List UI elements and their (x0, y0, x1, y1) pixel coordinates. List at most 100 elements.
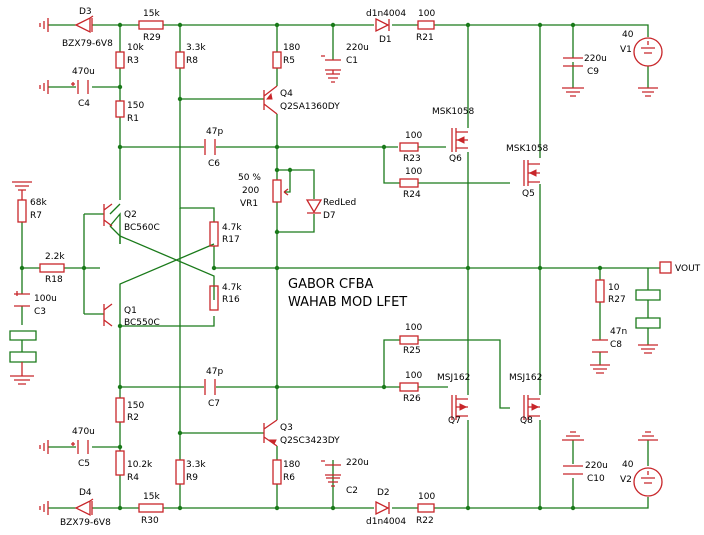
label-q3-value: Q2SC3423DY (280, 436, 340, 446)
label-d2: D2 (377, 488, 390, 498)
label-r29: R29 (143, 33, 161, 43)
label-r29-value: 15k (143, 9, 160, 19)
diagram-title-line2: WAHAB MOD LFET (288, 295, 407, 310)
bjt-q4 (263, 85, 278, 115)
bjt-q1 (103, 303, 113, 327)
source-v2 (633, 467, 663, 497)
label-r27-value: 10 (608, 283, 620, 293)
label-r16-value: 4.7k (222, 283, 242, 293)
label-r4: R4 (127, 473, 139, 483)
label-q4-value: Q2SA1360DY (280, 102, 340, 112)
label-r3: R3 (127, 56, 139, 66)
label-r25-value: 100 (405, 323, 422, 333)
label-d7: D7 (323, 211, 336, 221)
label-r4-value: 10.2k (127, 460, 153, 470)
label-c1: C1 (346, 56, 358, 66)
label-c3-value: 100u (34, 294, 57, 304)
zener-d4 (74, 498, 94, 517)
label-c4: C4 (78, 99, 90, 109)
vout-port (659, 261, 672, 274)
label-r8: R8 (186, 56, 198, 66)
components (10, 15, 672, 517)
label-d1-value: d1n4004 (366, 9, 406, 19)
label-msk1058-q5: MSK1058 (506, 144, 549, 154)
led-d7 (305, 199, 323, 214)
label-r26-value: 100 (405, 371, 422, 381)
diode-d2 (375, 500, 390, 516)
label-c7-value: 47p (206, 367, 223, 377)
label-r26: R26 (403, 394, 421, 404)
pot-wiper (283, 188, 289, 196)
label-q3: Q3 (280, 423, 293, 433)
label-c9: C9 (587, 67, 599, 77)
label-c8: C8 (610, 340, 622, 350)
label-c10: C10 (587, 474, 605, 484)
bjt-q2 (103, 203, 113, 227)
label-d4-value: BZX79-6V8 (60, 518, 111, 528)
label-v1-value: 40 (622, 30, 634, 40)
label-r23: R23 (403, 154, 421, 164)
label-r5-value: 180 (283, 43, 300, 53)
label-d3: D3 (79, 7, 92, 17)
label-q2-value: BC560C (124, 223, 160, 233)
label-vr1-value: 200 (242, 186, 259, 196)
cap-c6 (204, 139, 216, 155)
cap-c4 (71, 80, 89, 94)
label-r8-value: 3.3k (186, 43, 206, 53)
label-c9-value: 220u (584, 54, 607, 64)
label-c2: C2 (346, 486, 358, 496)
label-d4: D4 (79, 488, 92, 498)
label-r22-value: 100 (418, 492, 435, 502)
label-r18: R18 (45, 275, 63, 285)
label-msj162-q7: MSJ162 (437, 373, 470, 383)
label-q8: Q8 (520, 416, 533, 426)
cap-c3 (14, 291, 30, 307)
label-r25: R25 (403, 346, 421, 356)
label-v2-value: 40 (622, 460, 634, 470)
label-r9-value: 3.3k (186, 460, 206, 470)
label-c10-value: 220u (585, 461, 608, 471)
label-r30: R30 (141, 516, 159, 526)
label-r16: R16 (222, 295, 240, 305)
label-q7: Q7 (448, 416, 461, 426)
cap-c8 (592, 339, 608, 353)
label-r24-value: 100 (405, 167, 422, 177)
horizontal-resistors (39, 20, 435, 513)
label-r6-value: 180 (283, 460, 300, 470)
label-r1: R1 (127, 114, 139, 124)
label-r1-value: 150 (127, 101, 144, 111)
bjt-q3 (263, 419, 278, 447)
label-msk1058-q6: MSK1058 (432, 107, 475, 117)
label-q4: Q4 (280, 89, 293, 99)
cap-c7 (204, 379, 216, 395)
cap-c2 (321, 460, 341, 476)
mosfet-q5 (523, 160, 540, 186)
label-r24: R24 (403, 190, 421, 200)
label-r21-value: 100 (418, 9, 435, 19)
label-q1: Q1 (124, 306, 137, 316)
label-r27: R27 (608, 295, 626, 305)
label-r5: R5 (283, 56, 295, 66)
label-r22: R22 (416, 516, 434, 526)
label-r9: R9 (186, 473, 198, 483)
label-v2: V2 (620, 475, 632, 485)
label-d2-value: d1n4004 (366, 517, 406, 527)
label-r21: R21 (416, 33, 434, 43)
label-c7: C7 (208, 399, 220, 409)
label-r17: R17 (222, 235, 240, 245)
mosfet-q6 (451, 128, 468, 152)
label-c6: C6 (208, 159, 220, 169)
label-r6: R6 (283, 473, 295, 483)
label-c3: C3 (34, 307, 46, 317)
label-q2: Q2 (124, 210, 137, 220)
mosfet-q7 (451, 395, 468, 420)
wires (9, 24, 661, 509)
cap-c9 (563, 57, 583, 67)
source-v1 (633, 37, 663, 67)
label-c4-value: 470u (72, 67, 95, 77)
label-d1: D1 (379, 35, 392, 45)
label-vr1: VR1 (240, 199, 258, 209)
label-c2-value: 220u (346, 458, 369, 468)
label-r2-value: 150 (127, 401, 144, 411)
